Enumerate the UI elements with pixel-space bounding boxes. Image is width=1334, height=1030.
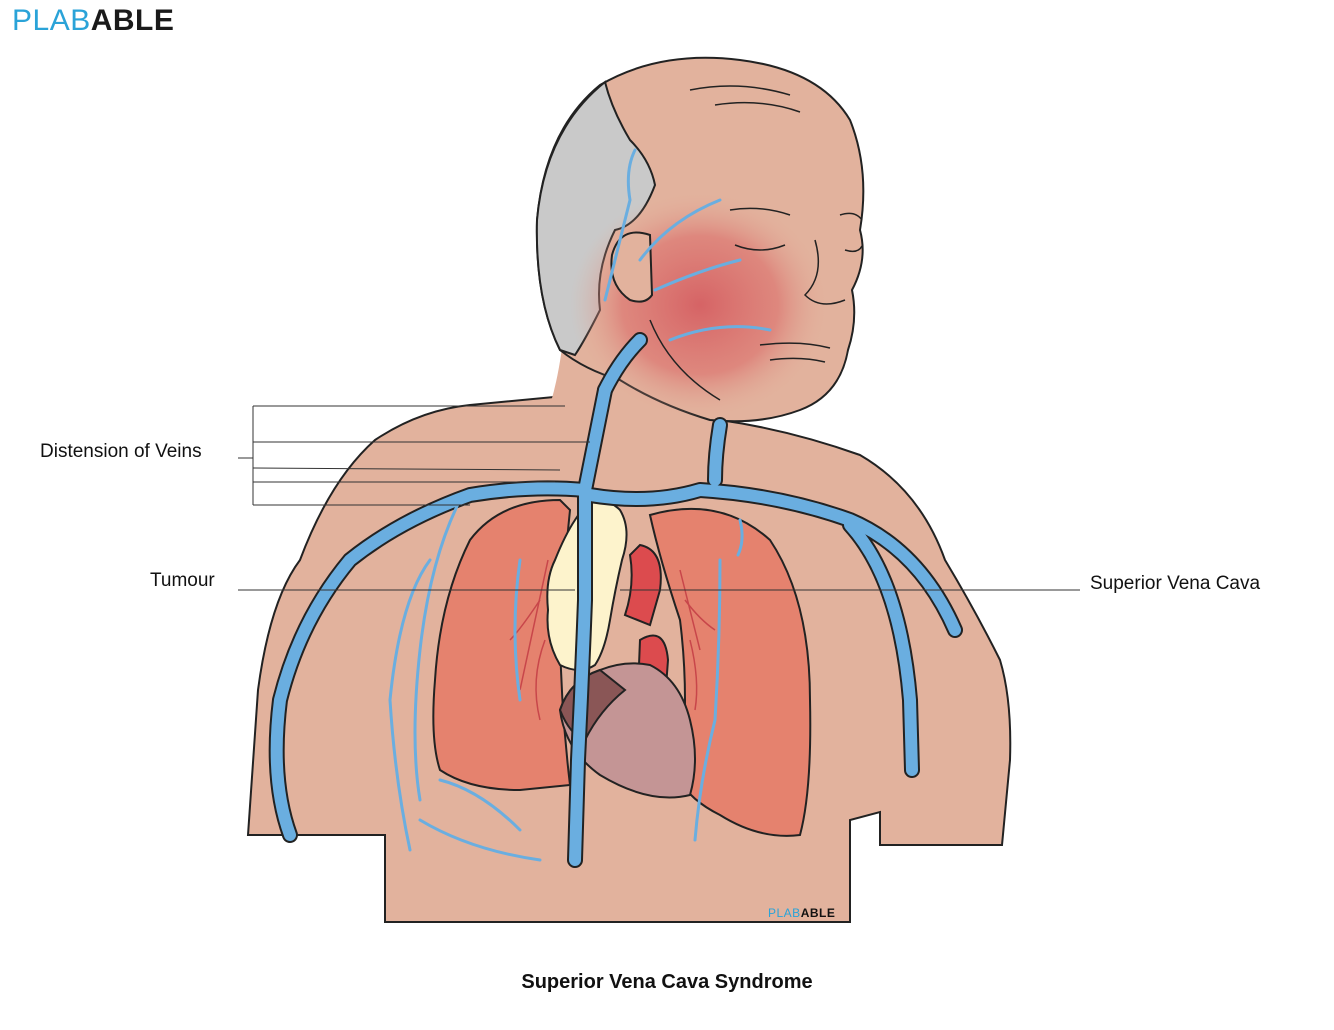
aortic-arch: [623, 543, 662, 627]
brand-logo-prefix: PLAB: [12, 4, 91, 37]
ear-shape: [610, 231, 654, 303]
figure-caption: Superior Vena Cava Syndrome: [521, 971, 813, 993]
label-tumour: Tumour: [150, 570, 215, 591]
brand-logo-suffix: ABLE: [90, 4, 175, 37]
label-distension-of-veins: Distension of Veins: [40, 441, 202, 462]
watermark-suffix: ABLE: [800, 906, 836, 920]
watermark-prefix: PLAB: [768, 906, 801, 920]
torso-shape: [246, 393, 1012, 923]
label-leader-lines: [238, 405, 1080, 591]
watermark-logo: PLABABLE: [768, 906, 835, 920]
face-details: [649, 85, 863, 401]
vein-fill: [270, 334, 961, 866]
label-superior-vena-cava: Superior Vena Cava: [1090, 573, 1261, 594]
brand-logo: PLABABLE: [12, 4, 174, 38]
lung-vessels: [509, 559, 716, 721]
